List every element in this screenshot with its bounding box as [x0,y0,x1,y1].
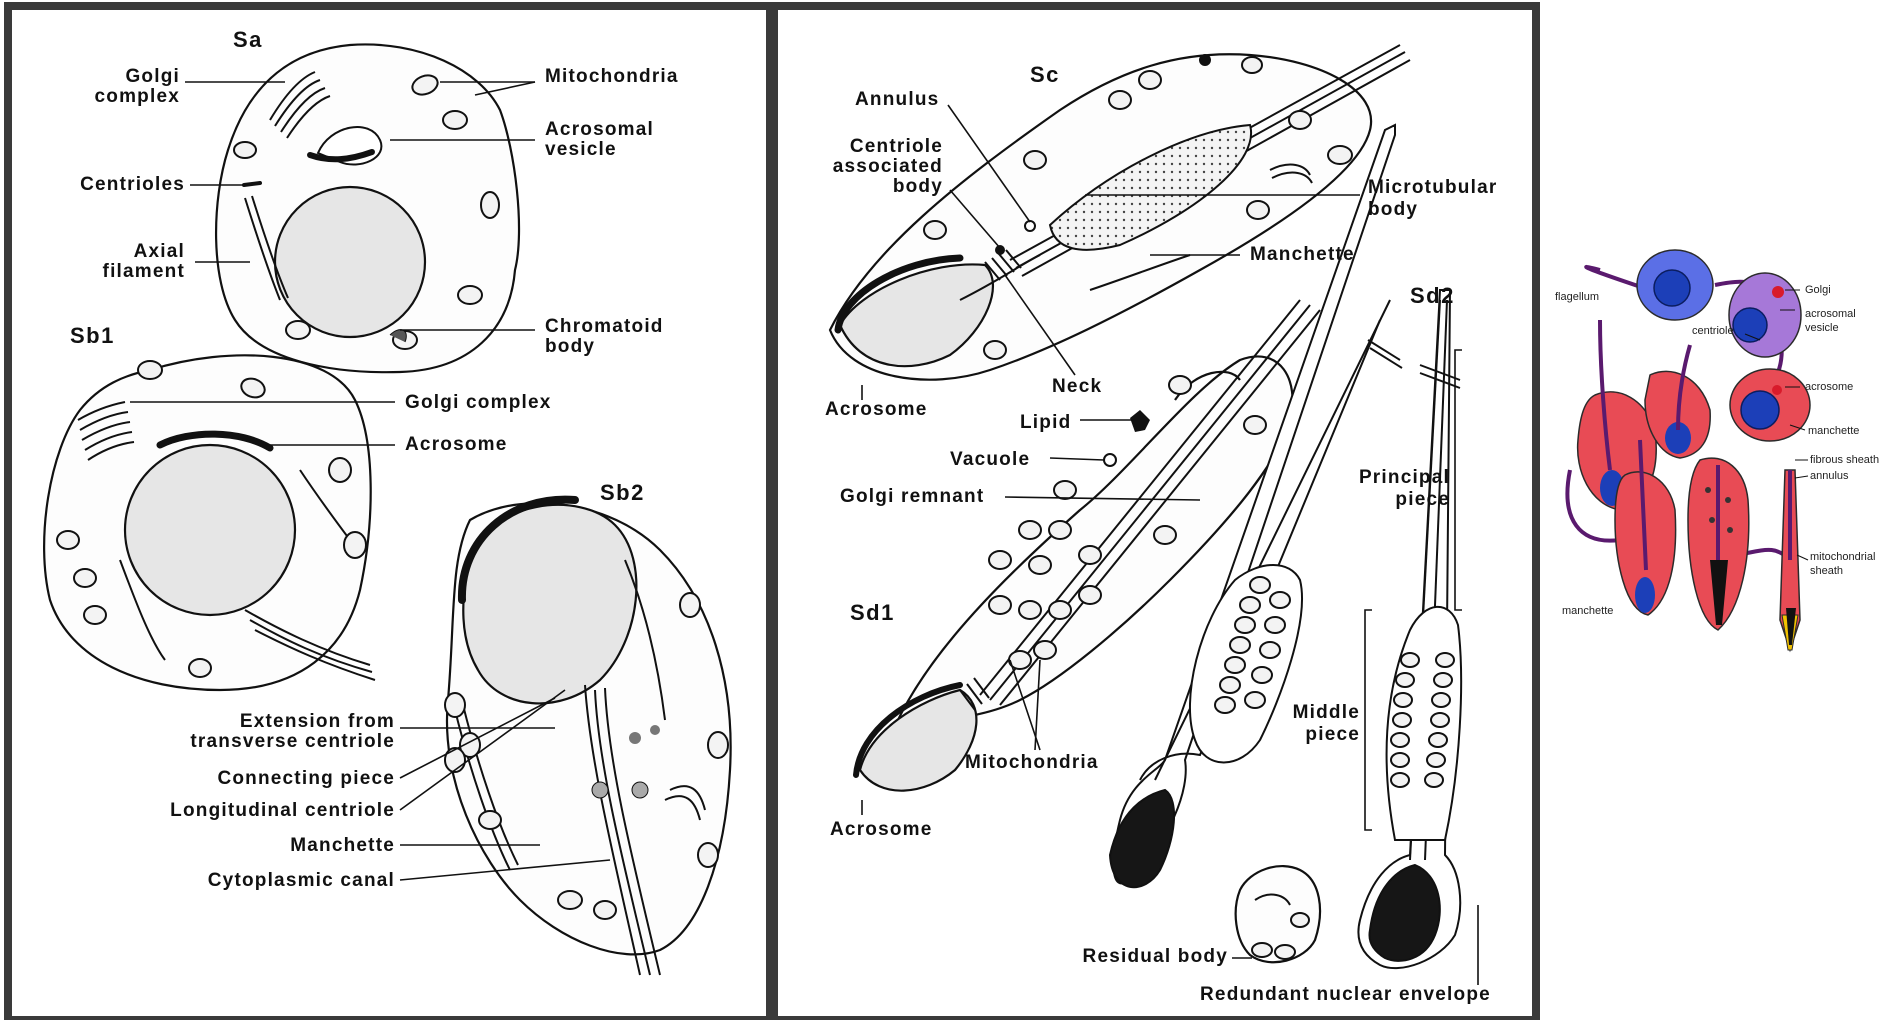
right-panel: flagellum Golgi acrosomal vesicle centri… [1555,250,1879,650]
label-flagellum: flagellum [1555,291,1599,303]
stage-label-sb2: Sb2 [600,480,645,505]
label-acrosome-right: acrosome [1805,381,1853,393]
label-manchette-sc: Manchette [1250,244,1355,265]
label-acrosomal-vesicle-r1: acrosomal [1805,308,1856,320]
label-mitochondria-left: Mitochondria [545,66,679,87]
label-axial-filament-1: Axial [134,241,185,262]
label-axial-filament-2: filament [103,261,185,282]
stage-label-sc: Sc [1030,62,1060,87]
label-acrosomal-vesicle-r2: vesicle [1805,322,1839,334]
color-cell-mature [1780,470,1800,650]
label-principal-piece-2: piece [1395,489,1450,510]
label-connecting-piece: Connecting piece [217,768,395,789]
label-annulus-right: annulus [1810,470,1849,482]
label-vacuole: Vacuole [950,449,1030,470]
stage-label-sb1: Sb1 [70,323,115,348]
label-centriole-associated-1: Centriole [850,136,943,157]
stage-label-sd1: Sd1 [850,600,895,625]
label-microtubular-1: Microtubular [1368,177,1497,198]
label-annulus: Annulus [855,89,939,110]
residual-body [1236,866,1320,962]
label-residual-body: Residual body [1083,946,1228,967]
label-acrosome-sd1: Acrosome [830,819,933,840]
label-mitochondria-middle: Mitochondria [965,752,1099,773]
label-golgi-complex-2: complex [95,86,181,107]
label-chromatoid-body-1: Chromatoid [545,316,664,337]
label-lipid: Lipid [1020,412,1071,433]
label-extension-2: transverse centriole [190,731,395,752]
label-acrosome-sc: Acrosome [825,399,928,420]
label-longitudinal-centriole: Longitudinal centriole [170,800,395,821]
stage-label-sd2: Sd2 [1410,283,1455,308]
label-mito-sheath-2: sheath [1810,565,1843,577]
label-golgi-remnant: Golgi remnant [840,486,984,507]
label-acrosome-left: Acrosome [405,434,508,455]
stage-sb1-cell [44,355,375,690]
color-cell-elongating-4 [1688,458,1749,630]
color-cell-acrosome [1730,369,1810,441]
label-acrosomal-vesicle-2: vesicle [545,139,617,160]
label-acrosomal-vesicle-1: Acrosomal [545,119,654,140]
label-fibrous-sheath: fibrous sheath [1810,454,1879,466]
label-manchette-right: manchette [1808,425,1859,437]
label-middle-piece-2: piece [1305,724,1360,745]
label-extension-1: Extension from [240,711,395,732]
stage-sa-cell [216,44,519,372]
label-golgi-right: Golgi [1805,284,1831,296]
label-chromatoid-body-2: body [545,336,595,357]
color-cell-golgi [1729,273,1801,357]
label-golgi-complex-b: Golgi complex [405,392,552,413]
stage-label-sa: Sa [233,27,263,52]
label-cytoplasmic-canal: Cytoplasmic canal [208,870,395,891]
label-manchette-left-right-panel: manchette [1562,605,1613,617]
label-manchette-left: Manchette [290,835,395,856]
label-middle-piece-1: Middle [1293,702,1360,723]
color-cell-round [1637,250,1713,320]
label-redundant-nuclear-envelope: Redundant nuclear envelope [1200,984,1491,1005]
label-centriole-right: centriole [1692,325,1734,337]
label-centriole-associated-3: body [893,176,943,197]
label-centrioles: Centrioles [80,174,185,195]
label-golgi-complex-1: Golgi [125,66,180,87]
label-mito-sheath-1: mitochondrial [1810,551,1875,563]
label-principal-piece-1: Principal [1359,467,1450,488]
label-centriole-associated-2: associated [833,156,943,177]
label-microtubular-2: body [1368,199,1418,220]
label-neck: Neck [1052,376,1102,397]
